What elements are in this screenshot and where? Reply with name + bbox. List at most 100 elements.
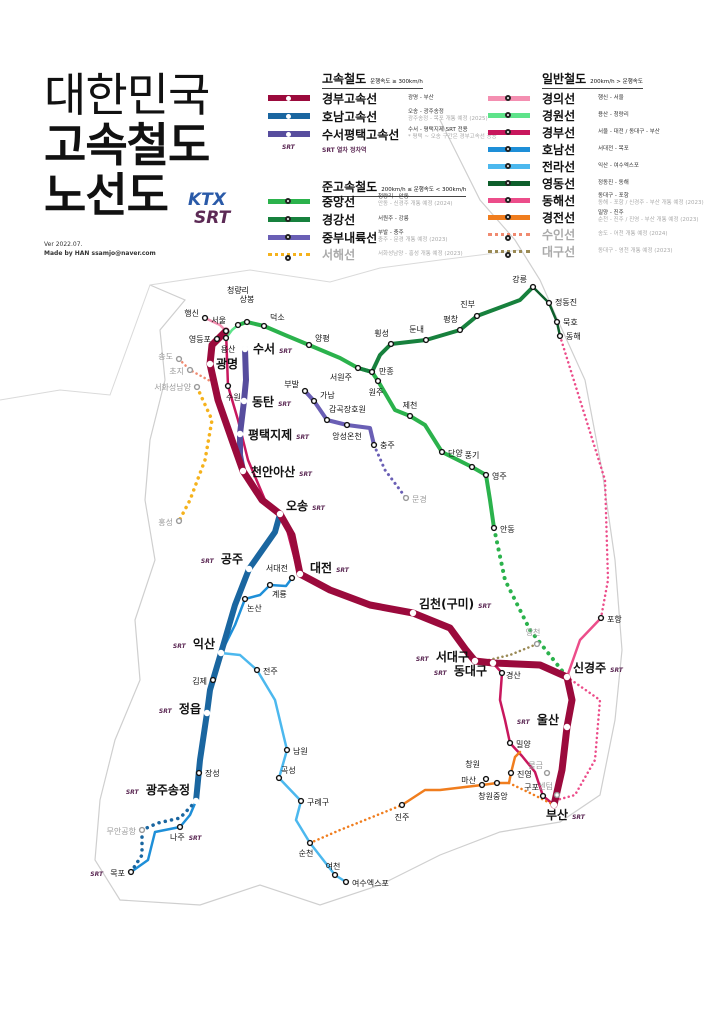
station-label: 장성: [205, 768, 220, 778]
station-marker-icon: [468, 463, 476, 471]
legend-line-planned: 순천 - 진주 / 진영 - 부산 개통 예정 (2023): [598, 217, 699, 223]
station-label: 김제: [192, 676, 207, 686]
station-label: 가남: [320, 391, 335, 400]
station-label: 공주: [221, 552, 243, 566]
legend-line-name: 경강선: [322, 212, 356, 227]
station-label: 서울: [211, 316, 226, 325]
legend-line-name: 수인선: [542, 227, 576, 242]
station-marker-icon: [201, 314, 209, 322]
legend-line-name: 호남고속선: [322, 109, 378, 124]
version-text: Ver 2022.07.: [44, 241, 83, 248]
title-line-2: 고속철도: [44, 118, 210, 172]
station-label: 곡성: [281, 766, 296, 775]
station-marker-icon: [297, 797, 305, 805]
line-swatch-icon: [488, 232, 530, 241]
legend-line-desc: 서원주 - 강릉: [378, 216, 409, 223]
line-swatch-icon: [268, 131, 310, 137]
station-marker-icon: [286, 113, 291, 119]
srt-stop-icon: SRT: [434, 670, 448, 677]
station-marker-icon: [245, 565, 253, 573]
station-marker-icon: [236, 430, 244, 438]
station-label: 남원: [293, 747, 308, 756]
legend-section-note: 운행속도 ≥ 300km/h: [370, 79, 423, 85]
srt-stop-icon: SRT: [610, 667, 624, 674]
legend-line-name: 중앙선: [322, 194, 356, 209]
station-label: 덕소: [270, 312, 285, 322]
station-label: 영주: [492, 471, 507, 481]
station-marker-icon: [203, 709, 211, 717]
station-marker-icon: [224, 382, 232, 390]
station-label: 신경주: [573, 660, 606, 675]
srt-stop-icon: SRT: [159, 708, 173, 715]
station-marker-icon: [556, 332, 564, 340]
station-label: 만종: [379, 367, 394, 376]
srt-stop-icon: SRT: [336, 567, 350, 574]
station-label: 횡성: [374, 328, 389, 338]
station-marker-icon: [422, 336, 430, 344]
station-label: 창원: [465, 760, 480, 769]
station-marker-icon: [505, 112, 511, 118]
station-marker-icon: [505, 95, 511, 101]
planned-line-segment: [308, 803, 404, 845]
station-marker-icon: [597, 614, 605, 622]
line-swatch-icon: [488, 129, 530, 135]
legend-line-planned: 동대구 - 영천 개통 예정 (2023): [598, 247, 673, 254]
station-label: 평택지제: [248, 427, 292, 442]
station-marker-icon: [260, 322, 268, 330]
coastline: [94, 119, 623, 906]
station-marker-icon: [305, 341, 313, 349]
station-marker-icon: [240, 397, 248, 405]
station-marker-icon: [213, 335, 221, 343]
legend-line-planned: 안동 - 신경주 개통 예정 (2024): [378, 201, 453, 207]
station-marker-icon: [241, 595, 249, 603]
srt-stop-icon: SRT: [90, 871, 104, 878]
station-marker-icon: [217, 649, 225, 657]
station-label: 김천(구미): [419, 596, 474, 611]
station-label: 동탄: [252, 394, 274, 409]
line-swatch-icon: [488, 214, 530, 220]
station-label: 앙성온천: [332, 431, 361, 441]
station-label: 익산: [193, 636, 215, 651]
station-label: 여수엑스포: [352, 878, 389, 888]
station-marker-icon: [288, 574, 296, 582]
line-segment: [236, 320, 496, 530]
station-marker-icon: [368, 368, 376, 376]
srt-stop-icon: SRT: [279, 348, 293, 355]
station-label: 서원주: [330, 373, 352, 382]
station-marker-icon: [285, 216, 291, 222]
station-marker-icon: [286, 131, 291, 137]
legend-line-desc: 서울 - 대전 / 동대구 - 부산: [598, 129, 660, 136]
station-marker-icon: [550, 801, 558, 809]
planned-line-segment: [507, 781, 556, 807]
planned-line-segment: [372, 443, 408, 500]
station-marker-icon: [505, 163, 511, 169]
legend-line-planned: 충주 - 문경 개통 예정 (2023): [378, 237, 448, 243]
station-label: 동대구: [454, 664, 487, 678]
station-marker-icon: [482, 775, 490, 783]
station-label: 진영: [517, 769, 532, 779]
station-marker-icon: [253, 666, 261, 674]
legend-line-desc: 정동진 - 동해: [598, 180, 629, 187]
legend-row: 경강선 서원주 - 강릉: [268, 211, 409, 227]
planned-line-segment: [177, 385, 214, 523]
station-marker-icon: [505, 146, 511, 152]
station-marker-icon: [301, 387, 309, 395]
line-segment: [206, 327, 576, 809]
legend-line-desc: 용산 - 청량리: [598, 112, 629, 119]
station-marker-icon: [331, 871, 339, 879]
legend-line-route: 수서 - 평택지제 SRT 전용: [408, 127, 468, 133]
station-label: 서화성남양: [154, 383, 191, 392]
station-marker-icon: [195, 769, 203, 777]
station-marker-icon: [490, 524, 498, 532]
